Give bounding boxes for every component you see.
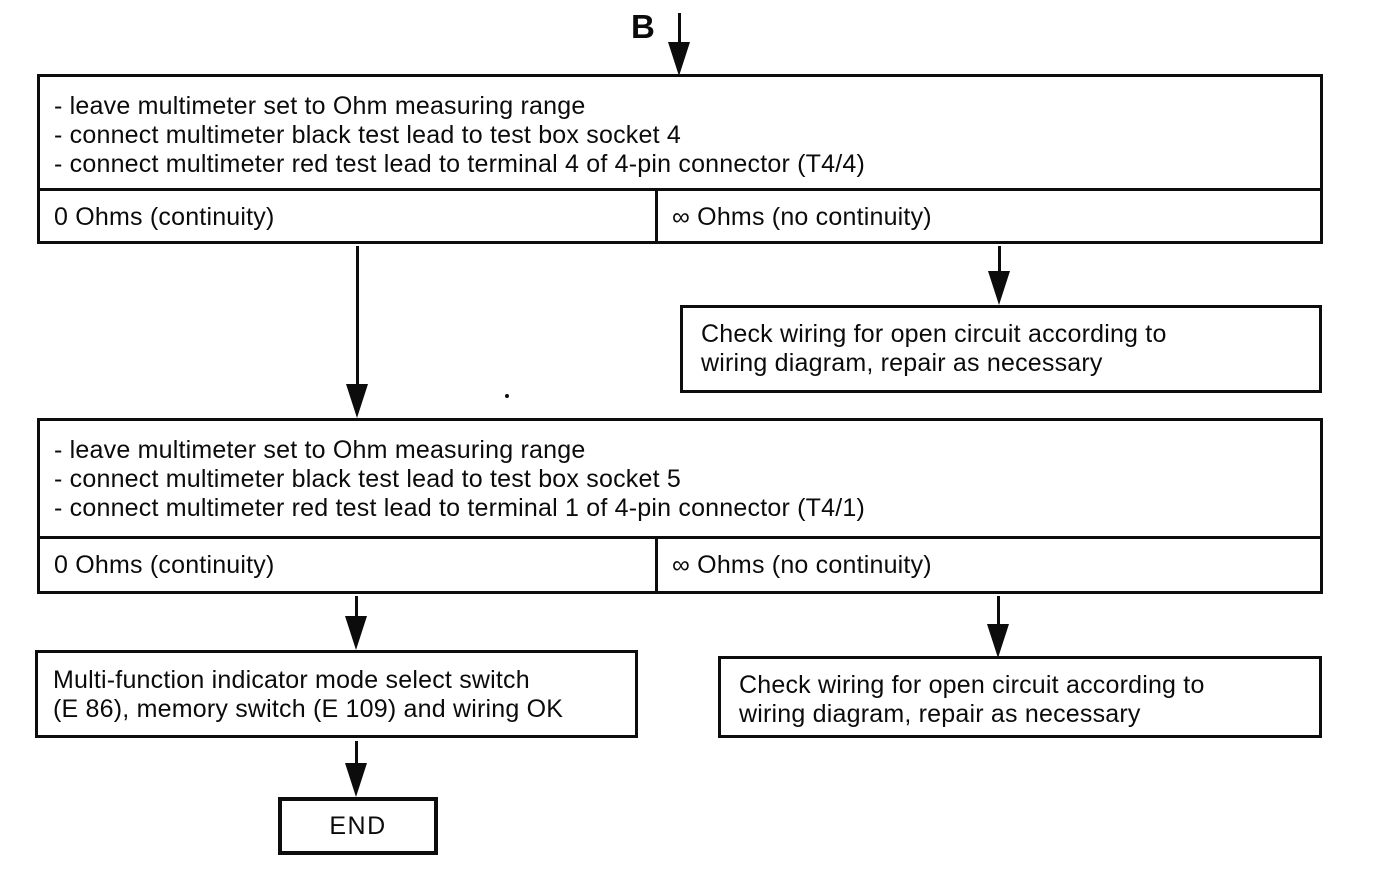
test2-step-1: - leave multimeter set to Ohm measuring …: [54, 436, 586, 464]
test-steps-table-1: - leave multimeter set to Ohm measuring …: [37, 74, 1323, 244]
entry-connector-label: B: [631, 8, 656, 45]
test2-step-2: - connect multimeter black test lead to …: [54, 465, 681, 493]
test2-result-continuity: 0 Ohms (continuity): [40, 539, 658, 591]
test1-result-no-continuity-label: ∞ Ohms (no continuity): [672, 203, 932, 231]
end-node: END: [278, 797, 438, 855]
test1-result-no-continuity: ∞ Ohms (no continuity): [658, 191, 1320, 244]
test1-result-continuity-label: 0 Ohms (continuity): [54, 203, 275, 231]
test1-results-row: 0 Ohms (continuity) ∞ Ohms (no continuit…: [40, 188, 1320, 244]
check-wiring-box-2: Check wiring for open circuit according …: [718, 656, 1322, 738]
check-wiring-1-line-1: Check wiring for open circuit according …: [701, 320, 1167, 348]
end-label: END: [329, 811, 387, 840]
test2-results-row: 0 Ohms (continuity) ∞ Ohms (no continuit…: [40, 536, 1320, 591]
check-wiring-2-line-1: Check wiring for open circuit according …: [739, 671, 1205, 699]
check-wiring-2-line-2: wiring diagram, repair as necessary: [739, 700, 1141, 728]
ok-result-line-1: Multi-function indicator mode select swi…: [53, 666, 530, 694]
check-wiring-1-line-2: wiring diagram, repair as necessary: [701, 349, 1103, 377]
ok-result-box: Multi-function indicator mode select swi…: [35, 650, 638, 738]
test-steps-1: - leave multimeter set to Ohm measuring …: [40, 77, 1320, 188]
ok-result-line-2: (E 86), memory switch (E 109) and wiring…: [53, 695, 564, 723]
test2-result-no-continuity-label: ∞ Ohms (no continuity): [672, 550, 932, 579]
test1-step-2: - connect multimeter black test lead to …: [54, 121, 681, 149]
test-steps-2: - leave multimeter set to Ohm measuring …: [40, 421, 1320, 536]
test2-result-no-continuity: ∞ Ohms (no continuity): [658, 539, 1320, 591]
test1-step-1: - leave multimeter set to Ohm measuring …: [54, 92, 586, 120]
check-wiring-box-1: Check wiring for open circuit according …: [680, 305, 1322, 393]
test2-result-continuity-label: 0 Ohms (continuity): [54, 550, 275, 579]
test2-step-3: - connect multimeter red test lead to te…: [54, 494, 865, 522]
test1-result-continuity: 0 Ohms (continuity): [40, 191, 658, 244]
test1-step-3: - connect multimeter red test lead to te…: [54, 150, 865, 178]
scan-speckle: [505, 394, 509, 398]
test-steps-table-2: - leave multimeter set to Ohm measuring …: [37, 418, 1323, 594]
